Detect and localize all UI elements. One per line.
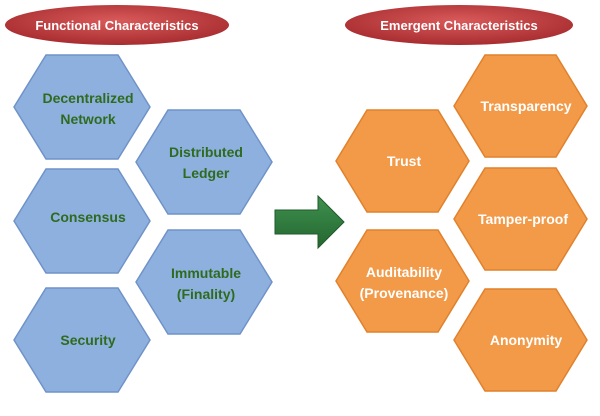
hex-label-line1: Security	[60, 332, 115, 348]
hex-trust: Trust	[335, 109, 470, 213]
functional-title: Functional Characteristics	[35, 18, 198, 33]
hexagon-shape	[135, 109, 273, 215]
right-arrow-icon	[274, 194, 345, 250]
functional-hexagons: Decentralized Network Distributed Ledger…	[13, 54, 273, 393]
hex-label-line1: Auditability	[366, 264, 442, 280]
emergent-title-badge: Emergent Characteristics	[345, 5, 573, 45]
hexagon-shape	[13, 287, 151, 393]
hex-label-line1: Consensus	[50, 209, 126, 225]
hex-label-line1: Decentralized	[42, 90, 133, 106]
emergent-title: Emergent Characteristics	[380, 18, 538, 33]
hex-immutable-finality: Immutable (Finality)	[135, 229, 273, 335]
hexagon-shape	[453, 54, 588, 158]
hex-tamper-proof: Tamper-proof	[453, 167, 588, 271]
hexagon-shape	[335, 109, 470, 213]
hex-decentralized-network: Decentralized Network	[13, 54, 151, 160]
hex-security: Security	[13, 287, 151, 393]
emergent-title-shape	[345, 5, 573, 45]
hex-label-line1: Tamper-proof	[478, 211, 568, 227]
hex-consensus: Consensus	[13, 168, 151, 274]
hex-label-line2: Network	[60, 111, 115, 127]
hexagon-shape	[453, 288, 588, 392]
hex-label-line2: (Finality)	[177, 286, 235, 302]
hex-label-line1: Immutable	[171, 265, 241, 281]
transition-arrow	[274, 194, 345, 250]
hexagon-shape	[13, 168, 151, 274]
functional-title-badge: Functional Characteristics	[5, 5, 229, 45]
hex-label-line1: Anonymity	[490, 332, 563, 348]
hex-label-line1: Transparency	[480, 98, 571, 114]
hexagon-shape	[453, 167, 588, 271]
hex-label-line1: Trust	[387, 153, 422, 169]
hex-anonymity: Anonymity	[453, 288, 588, 392]
hex-label-line2: Ledger	[183, 165, 230, 181]
hex-distributed-ledger: Distributed Ledger	[135, 109, 273, 215]
hex-label-line1: Distributed	[169, 144, 243, 160]
hexagon-shape	[335, 229, 470, 333]
hex-auditability-provenance: Auditability (Provenance)	[335, 229, 470, 333]
hexagon-shape	[13, 54, 151, 160]
hex-transparency: Transparency	[453, 54, 588, 158]
hexagon-shape	[135, 229, 273, 335]
emergent-hexagons: Transparency Trust Tamper-proof Auditabi…	[335, 54, 588, 392]
hex-label-line2: (Provenance)	[360, 285, 449, 301]
functional-title-shape	[5, 5, 229, 45]
